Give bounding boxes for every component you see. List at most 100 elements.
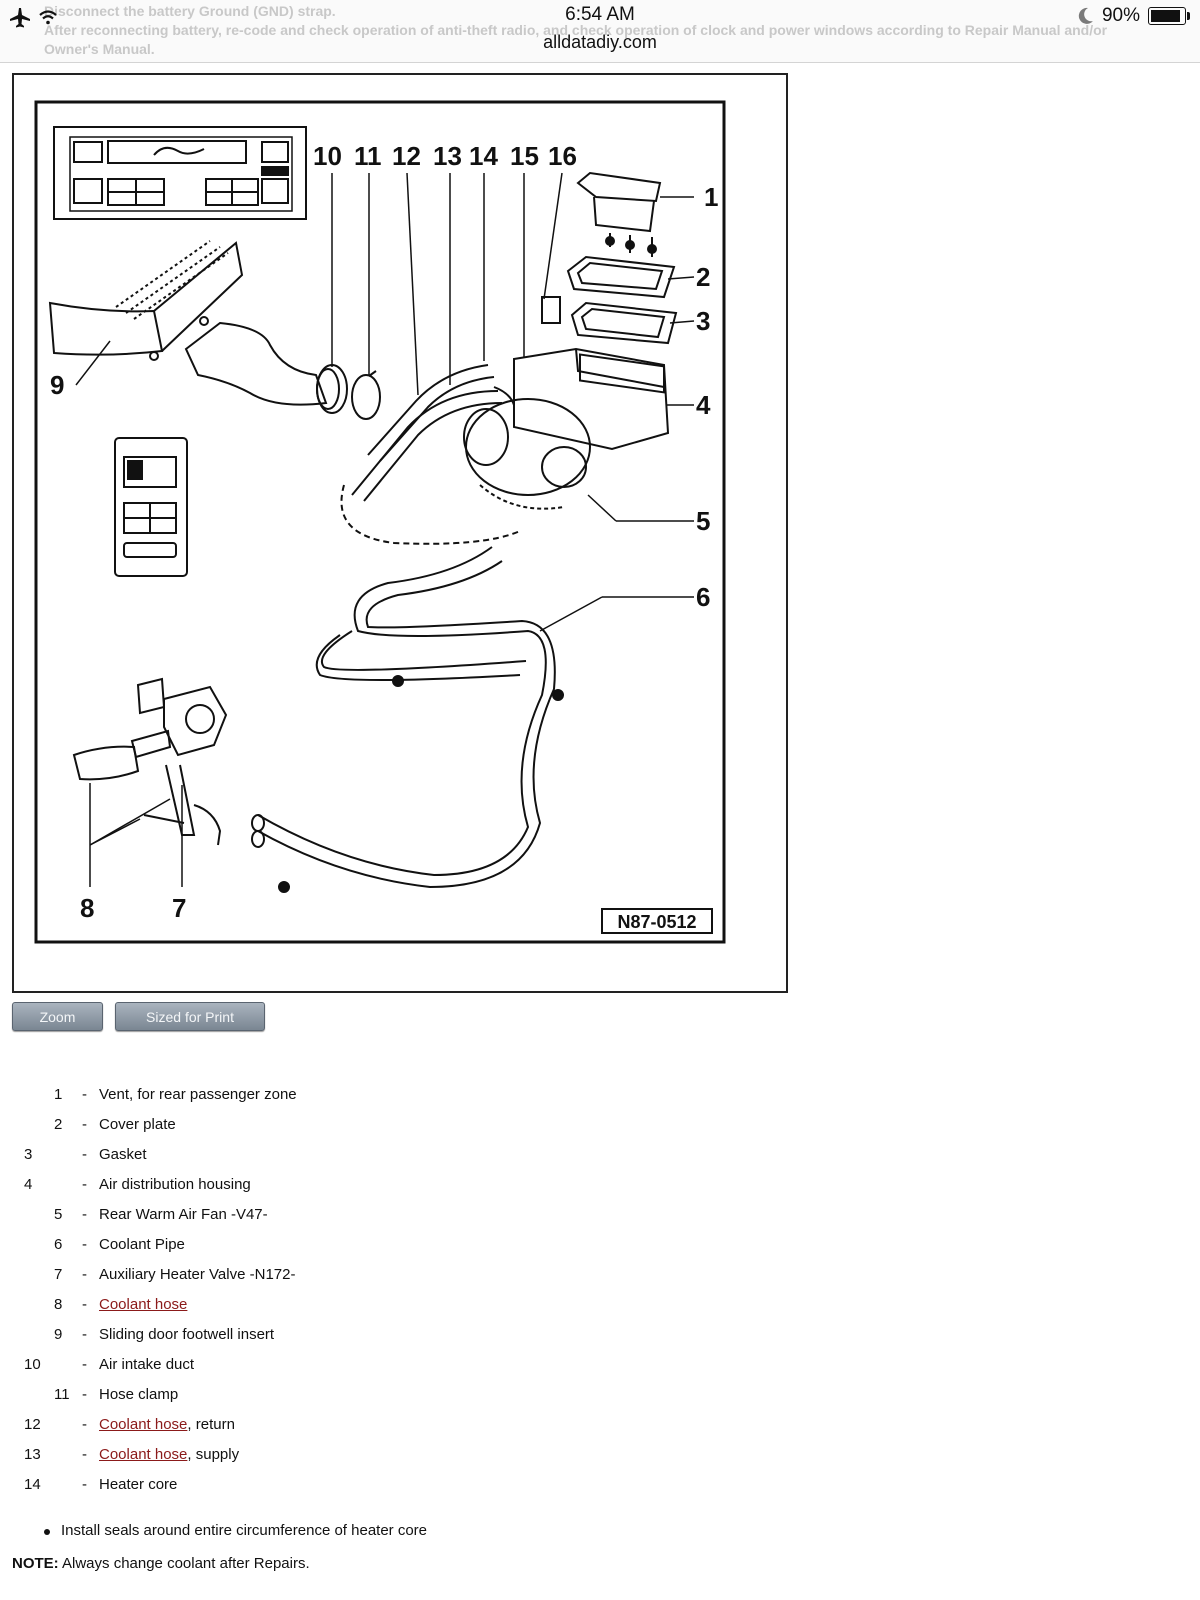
legend-dash: - [82, 1446, 87, 1463]
inner-frame [34, 100, 726, 944]
airplane-wifi-icons [10, 8, 57, 28]
legend-num: 3 [24, 1146, 33, 1163]
legend-dash: - [82, 1086, 87, 1103]
callout-12: 12 [392, 141, 421, 171]
control-unit-drawing [114, 437, 188, 577]
callout-10: 10 [313, 141, 342, 171]
bullet-text: Install seals around entire circumferenc… [61, 1522, 428, 1539]
legend-dash: - [82, 1206, 87, 1223]
legend-num: 10 [24, 1356, 41, 1373]
legend-dash: - [82, 1266, 87, 1283]
legend-num: 9 [54, 1326, 63, 1343]
callout-4: 4 [696, 390, 711, 420]
callout-13: 13 [433, 141, 462, 171]
legend-row: 9 - Sliding door footwell insert [0, 1326, 800, 1356]
legend-num: 14 [24, 1476, 41, 1493]
coolant-hose-link[interactable]: Coolant hose [99, 1446, 188, 1463]
legend-dash: - [82, 1356, 87, 1373]
legend-desc: Gasket [99, 1146, 147, 1163]
legend-row: 12 - Coolant hose, return [0, 1416, 800, 1446]
legend-num: 1 [54, 1086, 63, 1103]
zoom-button[interactable]: Zoom [12, 1002, 103, 1031]
reference-code: N87-0512 [617, 912, 696, 932]
legend-desc: Air distribution housing [99, 1176, 251, 1193]
legend-dash: - [82, 1236, 87, 1253]
battery-icon [1148, 7, 1190, 25]
status-icons-left [8, 6, 66, 36]
legend-row: 8 - Coolant hose [0, 1296, 800, 1326]
legend-dash: - [82, 1146, 87, 1163]
legend-row: 13 - Coolant hose, supply [0, 1446, 800, 1476]
housing-fan-drawing [463, 347, 670, 510]
ghost-line-3: Owner's Manual. [44, 41, 155, 57]
legend-num: 7 [54, 1266, 63, 1283]
legend-row: 14 - Heater core [0, 1476, 800, 1506]
legend-num: 12 [24, 1416, 41, 1433]
status-bar: Disconnect the battery Ground (GND) stra… [0, 0, 1200, 63]
legend-desc: Coolant hose, return [99, 1416, 235, 1433]
callout-14: 14 [469, 141, 498, 171]
airplane-icon [10, 8, 30, 28]
legend-dash: - [82, 1386, 87, 1403]
callout-7: 7 [172, 893, 186, 923]
callout-5: 5 [696, 506, 710, 536]
callout-numbers: 1 2 3 4 5 6 7 8 9 10 11 12 13 14 15 16 [50, 141, 718, 923]
callout-9: 9 [50, 370, 64, 400]
callout-2: 2 [696, 262, 710, 292]
legend-desc: Auxiliary Heater Valve -N172- [99, 1266, 296, 1283]
legend-num: 8 [54, 1296, 63, 1313]
status-icons-right: 90% [1078, 5, 1190, 27]
footwell-insert-drawing [48, 240, 244, 361]
legend-row: 6 - Coolant Pipe [0, 1236, 800, 1266]
legend-row: 2 - Cover plate [0, 1116, 800, 1146]
callout-8: 8 [80, 893, 94, 923]
note: NOTE: Always change coolant after Repair… [12, 1555, 310, 1572]
sized-for-print-button[interactable]: Sized for Print [115, 1002, 265, 1031]
legend-row: 10 - Air intake duct [0, 1356, 800, 1386]
background-text: Disconnect the battery Ground (GND) stra… [44, 2, 1184, 59]
wifi-icon [39, 10, 57, 25]
coolant-hose-link[interactable]: Coolant hose [99, 1296, 188, 1313]
climate-panel-drawing [53, 126, 307, 220]
note-text: Always change coolant after Repairs. [58, 1555, 310, 1572]
ghost-line-1: Disconnect the battery Ground (GND) stra… [44, 3, 336, 19]
exploded-view-drawing: 1 2 3 4 5 6 7 8 9 10 11 12 13 14 15 16 N… [34, 100, 726, 944]
reference-box [601, 908, 713, 934]
battery-percent: 90% [1101, 5, 1140, 26]
legend-dash: - [82, 1176, 87, 1193]
callout-6: 6 [696, 582, 710, 612]
coolant-hose-link[interactable]: Coolant hose [99, 1416, 188, 1433]
legend-desc: Coolant hose, supply [99, 1446, 239, 1463]
callout-11: 11 [354, 141, 382, 171]
callout-1: 1 [704, 182, 718, 212]
legend-row: 3 - Gasket [0, 1146, 800, 1176]
url-label[interactable]: alldatadiy.com [543, 32, 657, 52]
intake-duct-drawing [184, 321, 381, 420]
legend-num: 13 [24, 1446, 41, 1463]
legend-desc: Rear Warm Air Fan -V47- [99, 1206, 268, 1223]
ghost-line-2: After reconnecting battery, re-code and … [44, 22, 1108, 38]
legend-num: 11 [54, 1386, 70, 1403]
legend-desc: Sliding door footwell insert [99, 1326, 275, 1343]
status-time: 6:54 AM [565, 4, 635, 25]
legend-row: 5 - Rear Warm Air Fan -V47- [0, 1206, 800, 1236]
legend-num: 2 [54, 1116, 63, 1133]
legend-desc: Air intake duct [99, 1356, 195, 1373]
coolant-pipe-drawing [251, 546, 564, 893]
legend-dash: - [82, 1416, 87, 1433]
coolant-hose-upper-drawing [340, 364, 521, 545]
bullet-dot [44, 1529, 50, 1535]
legend-num: 6 [54, 1236, 63, 1253]
leader-lines [75, 172, 695, 887]
legend-desc: Hose clamp [99, 1386, 179, 1403]
diagram-image[interactable]: 1 2 3 4 5 6 7 8 9 10 11 12 13 14 15 16 N… [12, 73, 788, 993]
legend-suffix: , supply [187, 1446, 240, 1463]
moon-icon [1078, 7, 1093, 24]
callout-15: 15 [510, 141, 539, 171]
callout-3: 3 [696, 306, 710, 336]
legend-suffix: , return [187, 1416, 235, 1433]
legend-desc: Vent, for rear passenger zone [99, 1086, 297, 1103]
legend-desc: Coolant Pipe [99, 1236, 185, 1253]
legend-dash: - [82, 1476, 87, 1493]
legend-desc: Coolant hose [99, 1296, 187, 1313]
